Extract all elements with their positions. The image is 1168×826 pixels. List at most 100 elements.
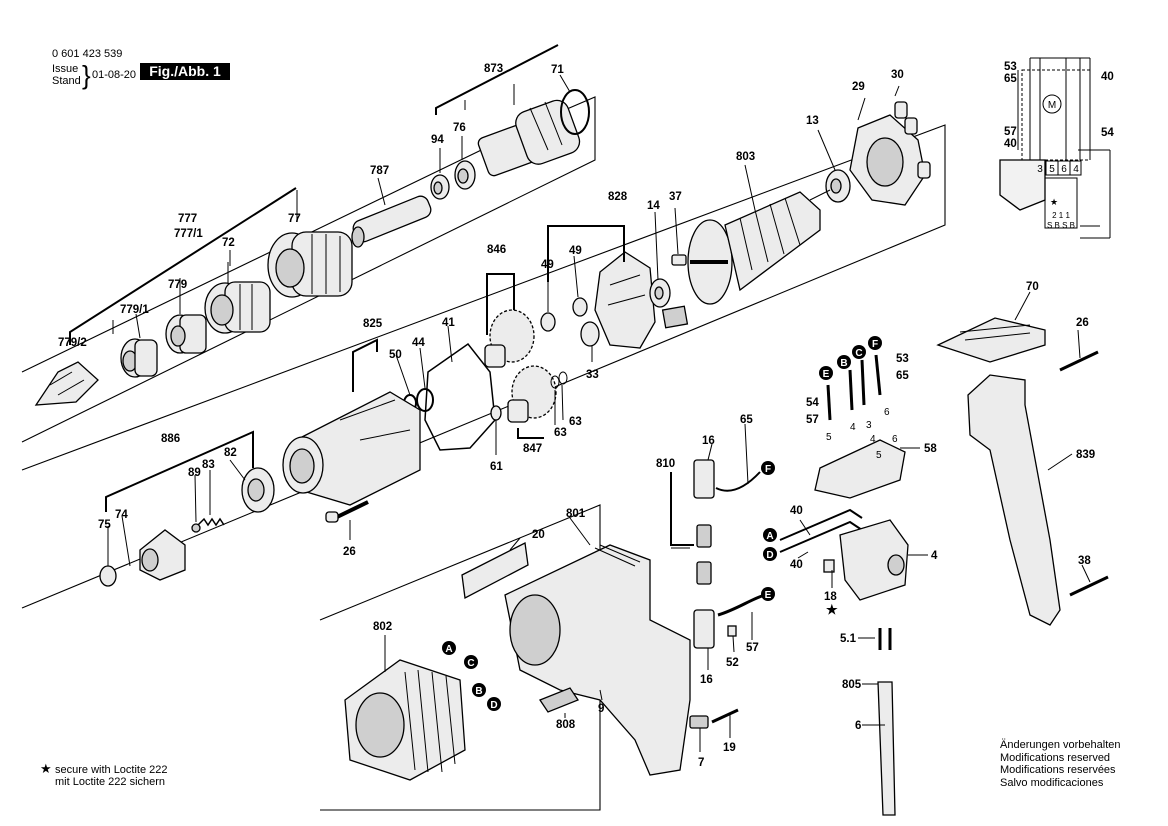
marker-f-1: F [761,461,775,475]
label-82: 82 [224,447,237,459]
marker-a-label: A [445,644,452,655]
part-37-screw [671,254,687,266]
part-49-bush-b [572,297,588,317]
label-803: 803 [736,151,755,163]
marker-c-2: C [852,345,866,359]
label-72: 72 [222,237,235,249]
marker-b-1: B [472,683,486,697]
part-82-clutch-ring [241,467,275,513]
note-de: Änderungen vorbehalten [1000,739,1121,751]
label-71: 71 [551,64,564,76]
marker-e-1: E [761,587,775,601]
label-49-a: 49 [541,259,554,271]
marker-b-label-2: B [840,358,847,369]
part-71-circlip [560,89,590,135]
label-16-b: 16 [700,674,713,686]
part-802-stator [344,659,466,781]
part-carbon-brushes [696,524,712,585]
label-57-b: 57 [806,414,819,426]
label-4: 4 [931,550,938,562]
marker-f-label-2: F [872,339,878,350]
part-33-bearing [580,321,600,347]
marker-e-label: E [765,590,772,601]
part-58-switch-carrier [814,439,906,499]
part-leads-53-65-54-57 [826,354,882,421]
marker-e-label-2: E [823,369,830,380]
loctite-note-de: mit Loctite 222 sichern [55,776,166,788]
wiring-schematic [999,57,1111,239]
label-26-a: 26 [343,546,356,558]
label-40-a: 40 [790,505,803,517]
label-41: 41 [442,317,455,329]
label-873: 873 [484,63,503,75]
schem-label-57: 57 [1004,126,1017,138]
part-63-ring-a [558,371,568,385]
label-846: 846 [487,244,506,256]
label-802: 802 [373,621,392,633]
bottom-leaders [384,291,1091,752]
part-70-cover [936,317,1046,363]
label-75: 75 [98,519,111,531]
label-29: 29 [852,81,865,93]
part-26-screw-a [325,500,369,523]
part-13-bearing [825,169,851,203]
part-846-gear [484,309,535,368]
label-779-1: 779/1 [120,304,149,316]
label-33: 33 [586,369,599,381]
part-29-end-plate [849,114,926,206]
label-886: 886 [161,433,180,445]
marker-a-label-2: A [766,531,773,542]
frame-top [21,96,596,443]
part-20-label [461,542,529,600]
label-805: 805 [842,679,862,691]
label-777-1: 777/1 [174,228,203,240]
label-801: 801 [566,508,586,520]
label-52: 52 [726,657,739,669]
schem-label-65: 65 [1004,73,1017,85]
schem-switch-codes: S B S B [1047,221,1075,230]
label-89: 89 [188,467,201,479]
part-16-brush-holder-a [693,459,715,499]
part-94-ring [430,174,450,200]
marker-c-label: C [467,658,474,669]
label-57-a: 57 [746,642,759,654]
brace-glyph: } [82,60,91,90]
part-803-armature [687,189,831,305]
schem-label-54: 54 [1101,127,1114,139]
label-777: 777 [178,213,197,225]
part-6-cable [877,628,896,816]
marker-d-2: D [763,547,777,561]
schem-term-4: 4 [1073,164,1079,175]
part-gear-label-block [661,305,689,329]
label-20: 20 [532,529,545,541]
label-63-a: 63 [569,416,582,428]
marker-c-label-2: C [855,348,862,359]
marker-a-1: A [442,641,456,655]
part-75-ring [99,565,117,587]
part-40-wires [779,508,863,553]
label-58: 58 [924,443,937,455]
part-873-clutch [477,99,581,177]
part-89-ball [191,523,201,533]
label-54: 54 [806,397,819,409]
schem-star: ★ [1050,197,1058,207]
label-65-a: 65 [740,414,753,426]
part-wire-e [717,594,763,617]
label-847: 847 [523,443,542,455]
marker-d-label-2: D [766,550,773,561]
label-76: 76 [453,122,466,134]
label-94: 94 [431,134,444,146]
schem-switch-terminals: 2 1 1 [1052,211,1070,220]
modification-notes: Änderungen vorbehalten Modifications res… [1000,739,1120,789]
label-810: 810 [656,458,675,470]
marker-a-2: A [763,528,777,542]
marker-f-2: F [868,336,882,350]
label-825: 825 [363,318,383,330]
issue-date: 01-08-20 [92,69,137,81]
note-es: Salvo modificaciones [1000,776,1104,789]
label-61: 61 [490,461,503,473]
part-18-screw [823,559,835,573]
schem-label-40-right: 40 [1101,71,1114,83]
label-16-a: 16 [702,435,715,447]
